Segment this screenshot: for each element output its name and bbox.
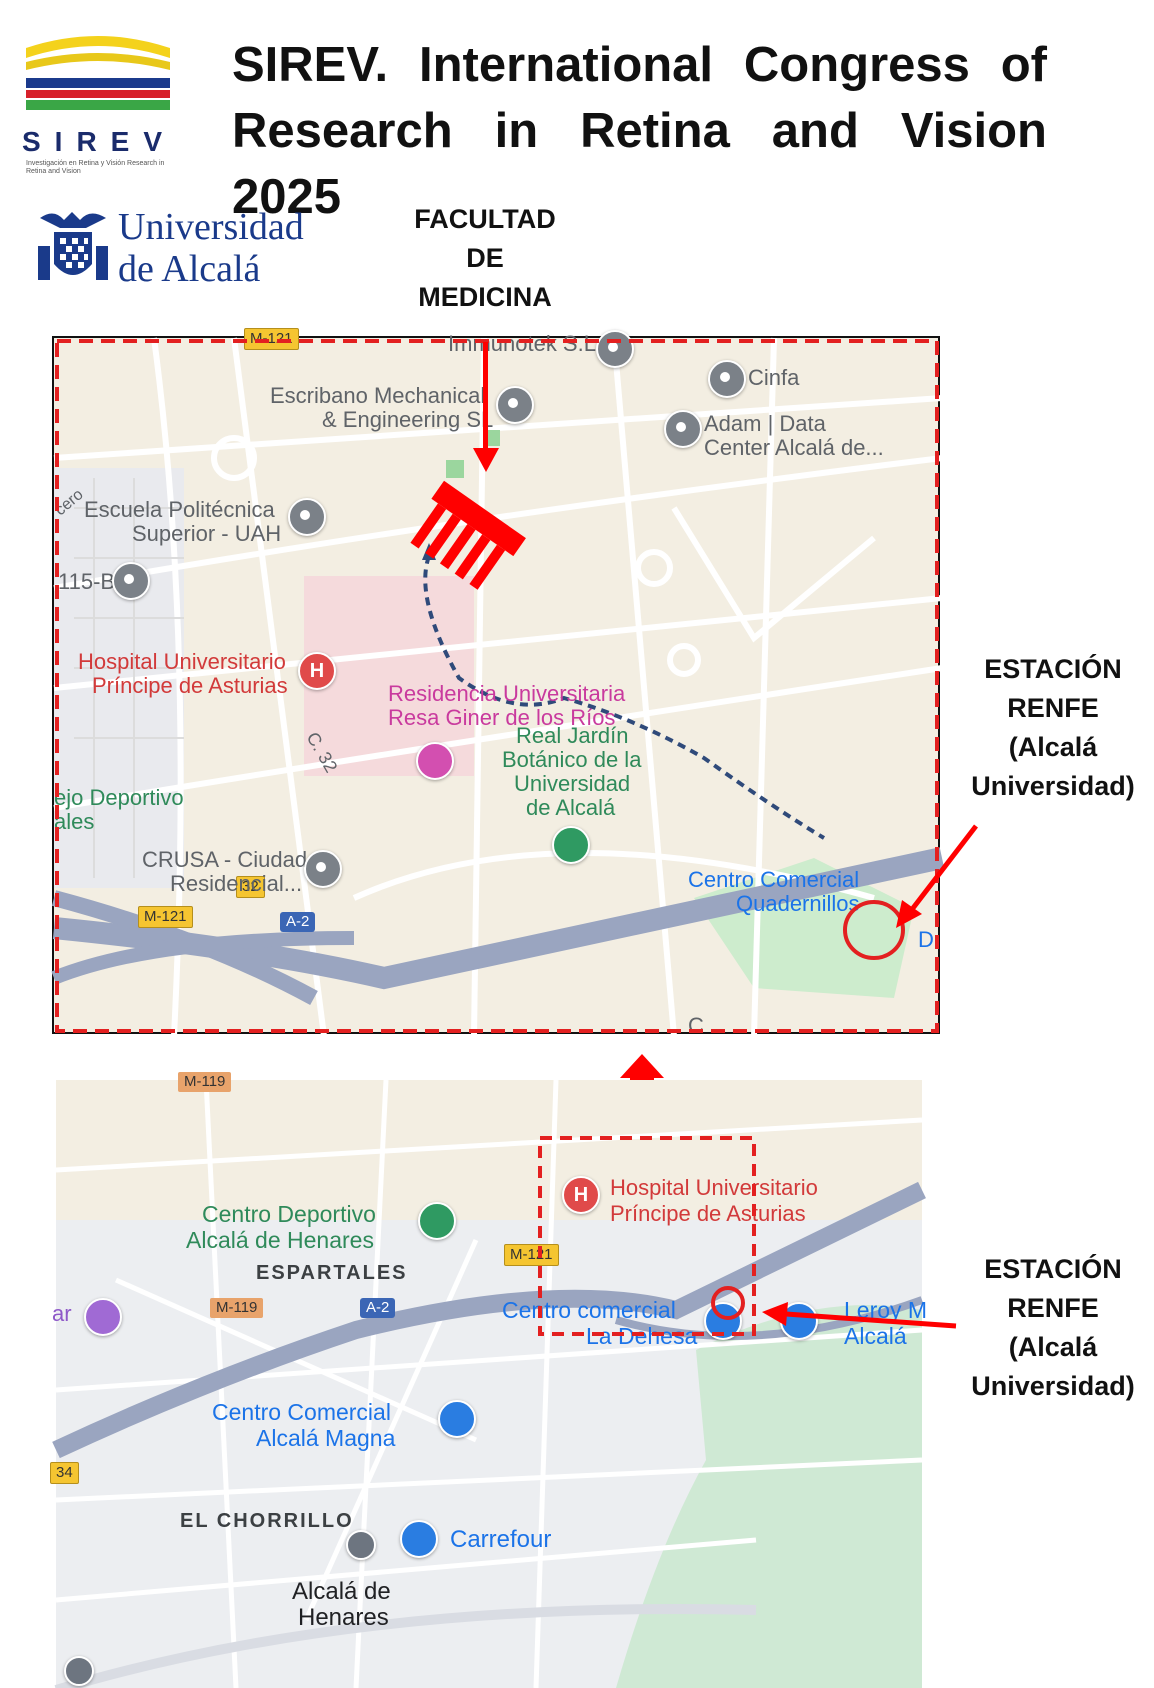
carrefour-cart-icon[interactable] [400,1520,438,1558]
place-adam-line-1[interactable]: Adam | Data [704,411,826,436]
bottom-magna-line-2[interactable]: Alcalá Magna [256,1425,396,1451]
university-name: Universidad de Alcalá [118,206,304,290]
hospital-bottom-h-icon[interactable]: H [562,1176,600,1214]
place-adam-line-2[interactable]: Center Alcalá de... [704,435,884,460]
bottom-hospital-line-1[interactable]: Hospital Universitario [610,1175,818,1200]
road-34: 34 [50,1462,79,1484]
bottom-carrefour[interactable]: Carrefour [450,1526,552,1553]
place-deportivo-line-1[interactable]: ejo Deportivo [54,785,184,810]
bottom-leroy-line-2[interactable]: Alcalá [844,1323,907,1349]
place-115b-pin-icon[interactable] [112,562,150,600]
place-escribano-line-2[interactable]: & Engineering SL [322,407,494,432]
bottom-hospital-line-2[interactable]: Príncipe de Asturias [610,1201,806,1226]
place-crusa-line-1[interactable]: CRUSA - Ciudad [142,847,308,872]
place-hospital-line-1[interactable]: Hospital Universitario [78,649,286,674]
facultad-building-icon [410,480,526,590]
crusa-pin-icon[interactable] [304,850,342,888]
university-line-1: Universidad [118,206,304,248]
bottom-alcala-line-1: Alcalá de [292,1578,391,1605]
place-115b[interactable]: 115-B [58,569,116,594]
facultad-line-3: MEDICINA [418,282,552,312]
place-centro-line-2[interactable]: Quadernillos [736,891,860,916]
place-jardin-line-4[interactable]: de Alcalá [526,795,616,820]
road-a2-bottom: A-2 [360,1298,396,1318]
place-residencia-line-2[interactable]: Resa Giner de los Ríos [388,705,616,730]
place-jardin-line-3[interactable]: Universidad [514,771,631,796]
road-m121-bottom: M-121 [138,906,193,928]
estacion-bottom-line-2: RENFE [1007,1293,1099,1323]
map-top-highlight [55,339,939,1033]
estacion-callout-bottom: ESTACIÓN RENFE (Alcalá Universidad) [958,1250,1148,1406]
place-crusa-line-2[interactable]: Residencial... [170,871,303,896]
facultad-callout: FACULTAD DE MEDICINA [400,200,570,317]
bottom-magna-line-1[interactable]: Centro Comercial [212,1399,391,1425]
hospital-h-icon[interactable]: H [298,652,336,690]
place-deportivo-line-2[interactable]: ales [54,809,95,834]
immunotek-pin-icon[interactable] [596,330,634,368]
bottom-deportivo-line-1[interactable]: Centro Deportivo [202,1201,376,1227]
district-chorrillo: EL CHORRILLO [180,1510,354,1532]
estacion-top-arrow-icon [896,824,978,928]
estacion-bottom-line-1: ESTACIÓN [984,1254,1122,1284]
estacion-bottom-arrow-icon [762,1302,957,1329]
bottom-dehesa-line-1[interactable]: Centro comercial [502,1297,676,1323]
sirev-tagline: Investigación en Retina y Visión Researc… [26,160,165,175]
magna-shop-icon[interactable] [438,1400,476,1438]
place-centro-line-1[interactable]: Centro Comercial [688,867,860,892]
road-32: 32 [236,876,265,898]
deportivo-pin-icon[interactable] [418,1202,456,1240]
estacion-callout-top: ESTACIÓN RENFE (Alcalá Universidad) [958,650,1148,806]
bottom-ar-label: ar [52,1301,72,1326]
jardin-flower-icon[interactable] [552,826,590,864]
estacion-bottom-line-3: (Alcalá [1008,1332,1098,1362]
bottom-left-purple-icon[interactable] [84,1298,122,1336]
place-hospital-line-2[interactable]: Príncipe de Asturias [92,673,288,698]
title-line-1: SIREV. International Congress of [232,38,1047,92]
district-espartales: ESPARTALES [256,1262,408,1284]
cinfa-pin-icon[interactable] [708,360,746,398]
road-a2: A-2 [280,912,316,932]
title-line-2: Research in Retina and Vision 2025 [232,104,1047,224]
estacion-top-line-4: Universidad) [971,771,1135,801]
facultad-line-1: FACULTAD [414,204,556,234]
escribano-pin-icon[interactable] [496,386,534,424]
place-escuela-line-1[interactable]: Escuela Politécnica [84,497,275,522]
adam-pin-icon[interactable] [664,410,702,448]
road-m121-top: M-121 [244,328,299,350]
sirev-logo [22,26,174,126]
road-m119-top: M-119 [178,1072,232,1092]
estacion-top-line-2: RENFE [1007,693,1099,723]
place-jardin-line-2[interactable]: Botánico de la [502,747,642,772]
road-m119-left: M-119 [210,1298,264,1318]
place-escribano-line-1[interactable]: Escribano Mechanical [270,383,486,408]
estacion-top-line-1: ESTACIÓN [984,654,1122,684]
map-bottom[interactable]: M-119 M-119 M-121 A-2 34 H Hospital Univ… [50,1072,927,1688]
map-bottom-roads [52,1079,926,1688]
bottom-deportivo-line-2[interactable]: Alcalá de Henares [186,1227,374,1253]
map-bottom-highlight [538,1136,756,1336]
page-title: SIREV. International Congress of Researc… [232,32,1047,230]
university-line-2: de Alcalá [118,248,261,290]
place-residencia-line-1[interactable]: Residencia Universitaria [388,681,626,706]
residencia-bed-icon[interactable] [416,742,454,780]
place-escuela-line-2[interactable]: Superior - UAH [132,521,282,546]
place-cinfa[interactable]: Cinfa [748,365,800,390]
uah-crest-icon [34,206,112,288]
sirev-wordmark: SIREV [22,126,177,157]
train-station-icon[interactable] [346,1530,376,1560]
place-d: D [918,927,934,952]
escuela-graduation-icon[interactable] [288,498,326,536]
map-top-roads [51,337,945,1037]
facultad-line-2: DE [466,243,504,273]
place-jardin-line-1[interactable]: Real Jardín [516,723,629,748]
place-immunotek[interactable]: Immunotek S.L [448,331,596,356]
estacion-top-line-3: (Alcalá [1008,732,1098,762]
facultad-arrow-icon [473,342,499,472]
bottom-train-icon[interactable] [64,1656,94,1686]
bottom-alcala-line-2: Henares [298,1604,389,1631]
estacion-bottom-line-4: Universidad) [971,1371,1135,1401]
